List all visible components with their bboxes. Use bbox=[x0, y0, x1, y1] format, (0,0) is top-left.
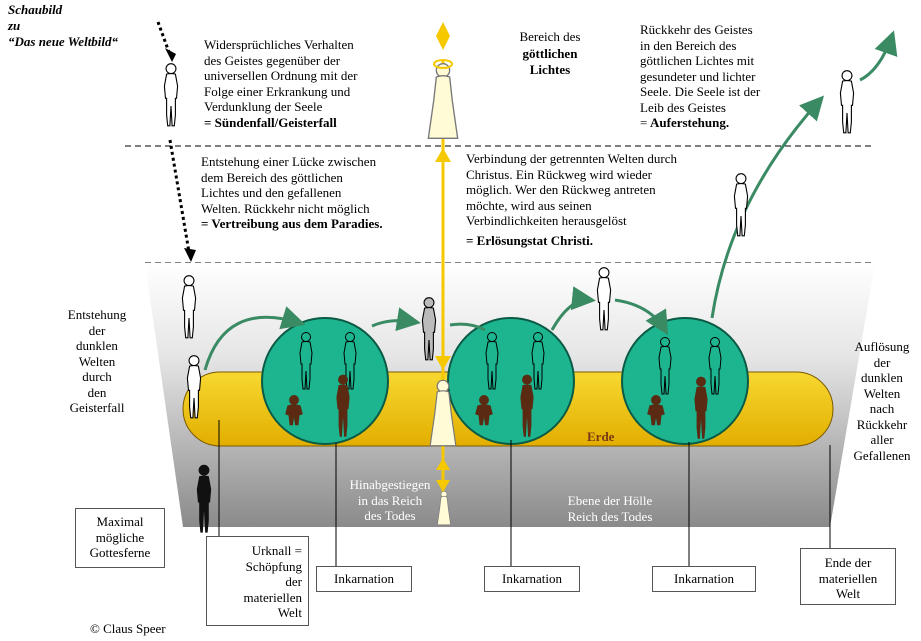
incarnation-box-2: Inkarnation bbox=[484, 566, 580, 592]
return-label: Auferstehung. bbox=[650, 115, 729, 131]
title-line1: Schaubild bbox=[8, 2, 62, 18]
christ-figure-top bbox=[428, 64, 457, 139]
earth-label: Erde bbox=[587, 429, 614, 445]
spirit-figure-top bbox=[164, 64, 177, 126]
incarnation-box-1: Inkarnation bbox=[316, 566, 412, 592]
incarnation-bubble-1 bbox=[262, 318, 388, 444]
copyright: © Claus Speer bbox=[90, 621, 166, 637]
fall-arrow bbox=[170, 140, 190, 258]
dark-worlds-description: Entstehung der dunklen Welten durch den … bbox=[52, 307, 142, 416]
divine-bold: göttlichen Lichtes bbox=[500, 46, 600, 77]
ray-arrow-up bbox=[435, 148, 451, 162]
descent-description: Hinabgestiegen in das Reich des Todes bbox=[340, 477, 440, 524]
redemption-description: Verbindung der getrennten Welten durch C… bbox=[466, 151, 677, 229]
redemption-label: = Erlösungstat Christi. bbox=[466, 233, 593, 249]
max-distance-box: Maximal mögliche Gottesferne bbox=[75, 508, 165, 568]
rising-figure-2 bbox=[734, 174, 747, 236]
incarnation-bubble-3 bbox=[622, 318, 748, 444]
gap-description: Entstehung einer Lücke zwischen dem Bere… bbox=[201, 154, 376, 216]
title-line2: zu bbox=[8, 18, 20, 34]
risen-figure bbox=[840, 71, 853, 133]
incarnation-box-3: Inkarnation bbox=[652, 566, 756, 592]
return-description: Rückkehr des Geistes in den Bereich des … bbox=[640, 22, 760, 115]
title-line3: “Das neue Weltbild“ bbox=[8, 34, 118, 50]
hell-description: Ebene der Hölle Reich des Todes bbox=[545, 493, 675, 524]
dissolution-description: Auflösung der dunklen Welten nach Rückke… bbox=[842, 339, 921, 463]
gap-label: = Vertreibung aus dem Paradies. bbox=[201, 216, 383, 232]
divine-text: Bereich des bbox=[500, 29, 600, 45]
top-star bbox=[436, 22, 450, 50]
big-bang-box: Urknall = Schöpfung der materiellen Welt bbox=[206, 536, 309, 626]
incarnation-bubble-2 bbox=[448, 318, 574, 444]
end-box: Ende der materiellen Welt bbox=[800, 548, 896, 605]
fall-description: Widersprüchliches Verhalten des Geistes … bbox=[204, 37, 357, 115]
fall-label: = Sündenfall/Geisterfall bbox=[204, 115, 337, 131]
